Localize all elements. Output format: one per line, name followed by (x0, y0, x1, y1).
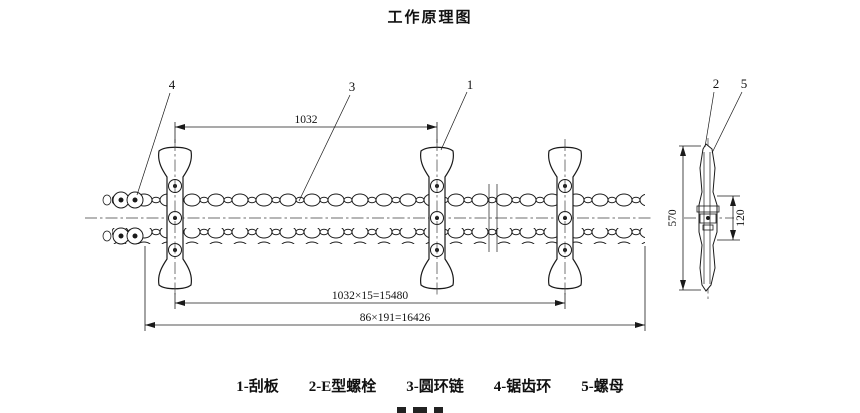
dimension-15480: 1032×15=15480 (174, 290, 566, 309)
callout-3: 3 (349, 79, 356, 94)
dim-120-label: 120 (735, 209, 747, 227)
dimension-570: 570 (667, 145, 701, 291)
scraper-center-lines (174, 139, 566, 297)
callout-1: 1 (467, 77, 474, 92)
dimension-120: 120 (717, 195, 747, 241)
dim-1032-label: 1032 (295, 114, 318, 126)
callouts: 4 3 1 2 5 (136, 76, 748, 202)
parts-legend: 1-刮板 2-E型螺栓 3-圆环链 4-锯齿环 5-螺母 (0, 375, 860, 396)
legend-item-e-bolt: 2-E型螺栓 (308, 379, 377, 395)
scraper-side-view (696, 143, 720, 292)
callout-5: 5 (741, 76, 748, 91)
legend-item-scraper: 1-刮板 (236, 379, 279, 395)
legend-item-round-link-chain: 3-圆环链 (406, 379, 464, 395)
drawing-title: 工作原理图 (387, 10, 473, 26)
dim-570-label: 570 (667, 209, 679, 227)
legend-item-sawtooth-ring: 4-锯齿环 (493, 379, 552, 395)
callout-2: 2 (713, 76, 720, 91)
round-link-chains (102, 192, 645, 244)
chain-break-marks (488, 184, 498, 252)
sawtooth-rings (112, 191, 144, 245)
cropped-text-fragment (413, 407, 427, 413)
cropped-text-fragment (397, 407, 406, 413)
dimension-16426: 86×191=16426 (144, 246, 646, 331)
callout-4: 4 (169, 77, 176, 92)
legend-item-nut: 5-螺母 (581, 379, 624, 395)
dimension-1032: 1032 (174, 114, 438, 143)
dim-15480-label: 1032×15=15480 (332, 290, 408, 302)
dim-16426-label: 86×191=16426 (360, 312, 431, 324)
cropped-text-fragment (434, 407, 443, 413)
